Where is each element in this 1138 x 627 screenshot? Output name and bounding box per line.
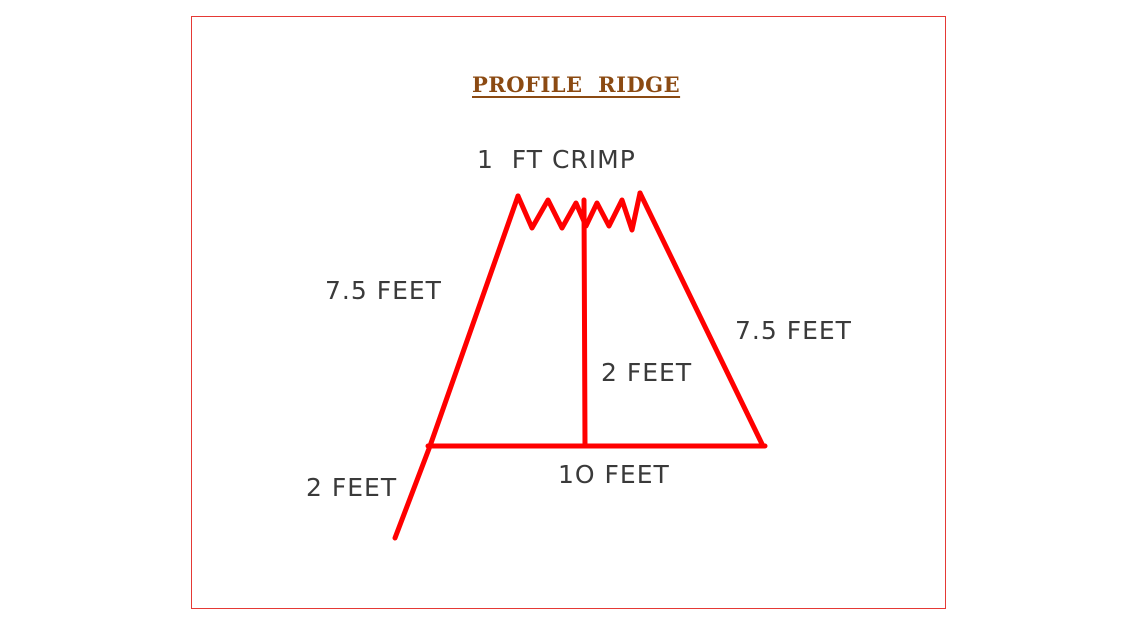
rise-line: [581, 197, 588, 449]
base-label: 1O FEET: [558, 460, 670, 489]
diagram-title: PROFILE RIDGE: [472, 72, 681, 97]
rise-label: 2 FEET: [601, 358, 693, 387]
diagram-frame: [191, 16, 946, 609]
right-slope-label: 7.5 FEET: [735, 316, 852, 345]
crimp-zigzag-line: [515, 190, 643, 233]
crimp-label: 1 FT CRIMP: [477, 145, 636, 174]
extension-line: [392, 443, 433, 541]
left-slope-label: 7.5 FEET: [325, 276, 442, 305]
extension-label: 2 FEET: [306, 473, 398, 502]
left-slope-line: [427, 193, 521, 449]
right-slope-line: [637, 190, 766, 449]
